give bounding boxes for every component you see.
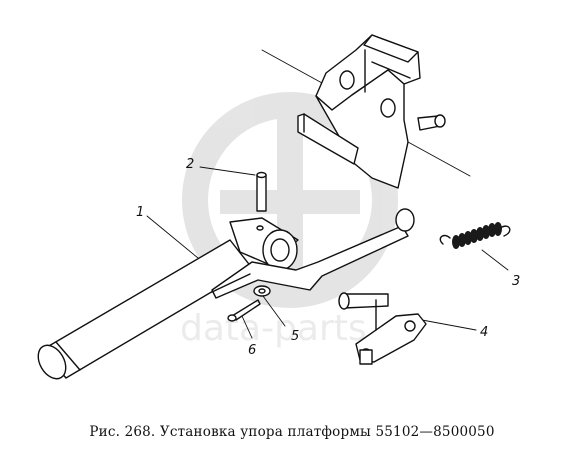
callout-4: 4 (480, 325, 488, 340)
callout-1: 1 (136, 205, 144, 220)
shaft-part (37, 208, 415, 380)
stop-lever-part (338, 292, 477, 365)
spring-part (439, 222, 511, 271)
bracket-part (261, 34, 471, 189)
callout-6: 6 (248, 343, 256, 358)
callout-3: 3 (512, 274, 520, 289)
pin-part (199, 166, 267, 212)
callout-2: 2 (186, 157, 194, 172)
cotter-pin-part (227, 299, 261, 339)
washer-part (253, 285, 286, 327)
watermark-text: data-parts (180, 308, 367, 349)
figure-caption: Рис. 268. Установка упора платформы 5510… (89, 424, 495, 440)
callout-5: 5 (291, 329, 299, 344)
